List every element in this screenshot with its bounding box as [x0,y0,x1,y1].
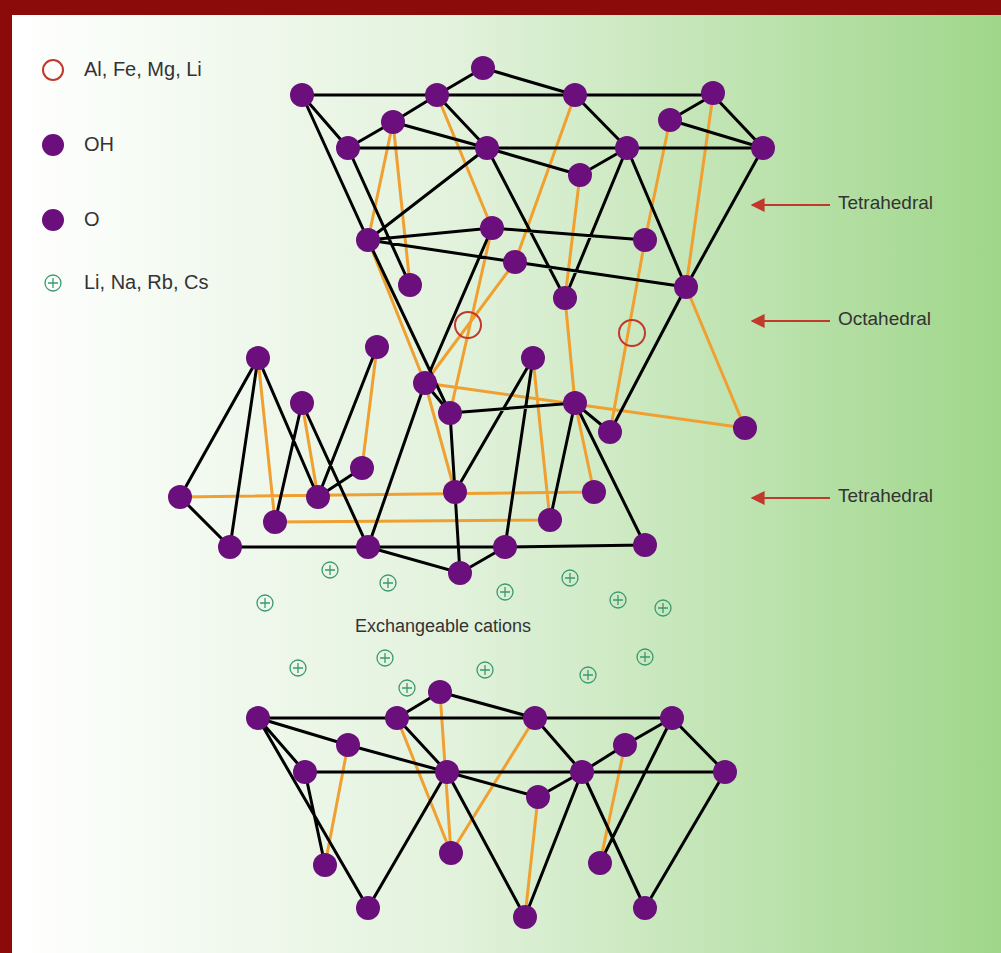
legend-text: OH [84,133,114,156]
legend-text: O [84,208,100,231]
layer-label: Tetrahedral [838,485,933,507]
bond-lines [180,68,763,917]
legend-text: Li, Na, Rb, Cs [84,271,208,294]
layer-label: Octahedral [838,308,931,330]
region-label: Exchangeable cations [355,616,531,637]
legend-sample [38,130,68,160]
octahedral-cations [455,312,645,346]
legend-sample [38,205,68,235]
legend-text: Al, Fe, Mg, Li [84,58,202,81]
legend-swatch [42,134,64,156]
legend-cation-symbol [45,275,61,291]
legend-open-circle [43,60,63,80]
label-arrows [752,205,830,498]
layer-label: Tetrahedral [838,192,933,214]
legend-sample [38,55,68,85]
atom-dots [168,56,775,929]
exchangeable-cations [257,562,671,696]
legend-sample [38,268,68,298]
background [12,15,1001,953]
bond-lines [180,95,745,917]
legend-swatch [42,209,64,231]
